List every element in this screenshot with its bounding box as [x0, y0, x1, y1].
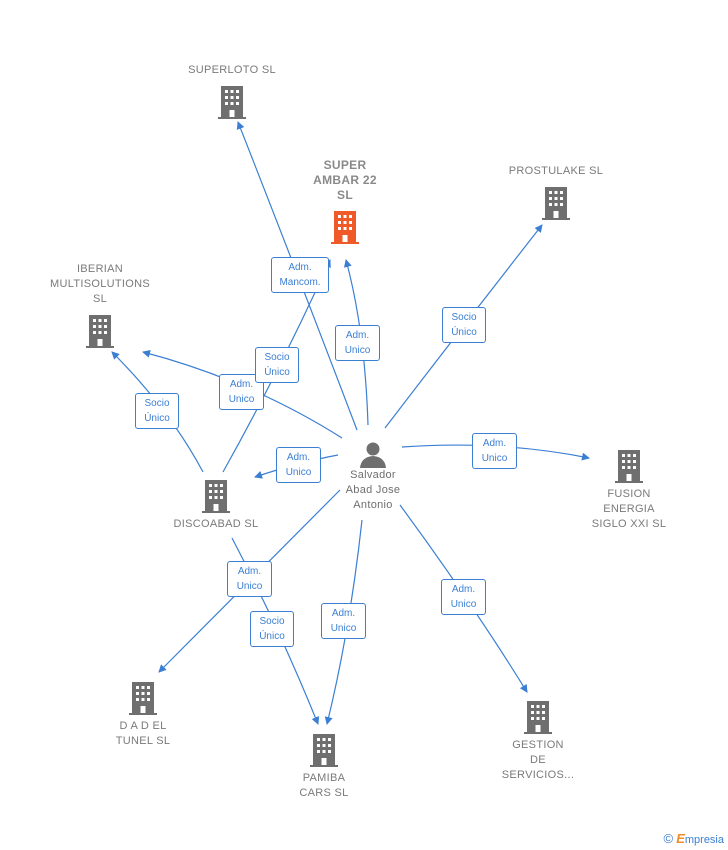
building-icon — [331, 211, 359, 244]
edge-label-dadel: Adm. Unico — [227, 561, 272, 597]
empresia-logo: © Empresia — [664, 831, 724, 846]
copyright-symbol: © — [663, 831, 674, 846]
edge-label-prostulake: Socio Único — [442, 307, 486, 343]
building-icon — [202, 480, 230, 513]
company-label: PROSTULAKE SL — [508, 165, 604, 177]
edge-label-iberian-person: Adm. Unico — [219, 374, 264, 410]
edge-label-discoabad: Adm. Unico — [276, 447, 321, 483]
person-icon — [360, 442, 386, 468]
company-fusion-energia[interactable]: FUSION ENERGIA SIGLO XXI SL — [577, 448, 681, 532]
edge-label-fusion: Adm. Unico — [472, 433, 517, 469]
edge-label-iberian-disco: Socio Único — [135, 393, 179, 429]
building-icon — [86, 315, 114, 348]
company-prostulake[interactable]: PROSTULAKE SL — [496, 164, 616, 221]
edge-label-pamiba-disco: Socio Único — [250, 611, 294, 647]
company-label: IBERIAN MULTISOLUTIONS SL — [50, 263, 150, 305]
building-icon — [615, 450, 643, 483]
edge-label-superloto: Adm. Mancom. — [271, 257, 329, 293]
brand-initial: E — [676, 831, 685, 846]
company-discoabad[interactable]: DISCOABAD SL — [156, 478, 276, 532]
person-name: Salvador Abad Jose Antonio — [345, 469, 401, 511]
building-icon — [218, 86, 246, 119]
company-dadel-tunel[interactable]: D A D EL TUNEL SL — [93, 680, 193, 749]
edge-label-pamiba: Adm. Unico — [321, 603, 366, 639]
building-icon — [524, 701, 552, 734]
building-icon — [129, 682, 157, 715]
company-super-ambar-22[interactable]: SUPER AMBAR 22 SL — [295, 158, 395, 245]
building-icon — [542, 187, 570, 220]
company-label: FUSION ENERGIA SIGLO XXI SL — [591, 488, 667, 530]
brand-name: mpresia — [684, 834, 724, 846]
company-iberian-multisolutions[interactable]: IBERIAN MULTISOLUTIONS SL — [42, 262, 158, 349]
company-label: SUPER AMBAR 22 SL — [313, 158, 377, 202]
edge-label-superambar: Adm. Unico — [335, 325, 380, 361]
company-gestion-servicios[interactable]: GESTION DE SERVICIOS... — [488, 699, 588, 783]
company-label: SUPERLOTO SL — [188, 64, 276, 76]
company-label: GESTION DE SERVICIOS... — [501, 739, 575, 781]
company-label: PAMIBA CARS SL — [299, 772, 349, 799]
edge-label-gestion: Adm. Unico — [441, 579, 486, 615]
company-superloto[interactable]: SUPERLOTO SL — [172, 63, 292, 120]
company-label: DISCOABAD SL — [173, 518, 259, 530]
edge-label-disco-superambar: Socio Único — [255, 347, 299, 383]
person-node[interactable]: Salvador Abad Jose Antonio — [323, 440, 423, 513]
company-pamiba-cars[interactable]: PAMIBA CARS SL — [274, 732, 374, 801]
building-icon — [310, 734, 338, 767]
company-label: D A D EL TUNEL SL — [115, 720, 171, 747]
